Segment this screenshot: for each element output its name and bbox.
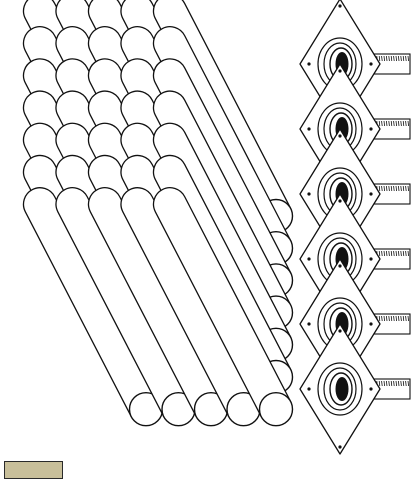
bolt-hole xyxy=(369,127,373,131)
tube-body xyxy=(55,187,194,418)
bolt-hole xyxy=(307,387,311,391)
bolt-hole xyxy=(338,69,342,73)
pipe-bore xyxy=(335,377,349,401)
bolt-hole xyxy=(307,127,311,131)
flange-connector xyxy=(299,323,411,455)
bolt-hole xyxy=(369,62,373,66)
bolt-hole xyxy=(307,322,311,326)
bolt-hole xyxy=(338,134,342,138)
bolt-hole xyxy=(338,445,342,449)
bolt-hole xyxy=(338,329,342,333)
bolt-hole xyxy=(307,192,311,196)
tube xyxy=(152,187,294,427)
color-swatch xyxy=(4,461,63,479)
bolt-hole xyxy=(338,199,342,203)
bolt-hole xyxy=(369,387,373,391)
bolt-hole xyxy=(338,264,342,268)
bolt-hole xyxy=(307,62,311,66)
tube-body xyxy=(22,187,162,418)
flange-connector-stack xyxy=(299,0,411,455)
tube-bundle xyxy=(22,0,294,427)
tube xyxy=(120,187,261,427)
bolt-hole xyxy=(338,4,342,8)
tube xyxy=(87,187,229,427)
bolt-hole xyxy=(369,322,373,326)
tube xyxy=(55,187,196,427)
bolt-hole xyxy=(307,257,311,261)
tube-end-circle xyxy=(258,392,294,427)
bolt-hole xyxy=(369,257,373,261)
bolt-hole xyxy=(369,192,373,196)
tube-body xyxy=(120,187,259,418)
tube-body xyxy=(152,187,292,418)
tube-body xyxy=(87,187,227,418)
